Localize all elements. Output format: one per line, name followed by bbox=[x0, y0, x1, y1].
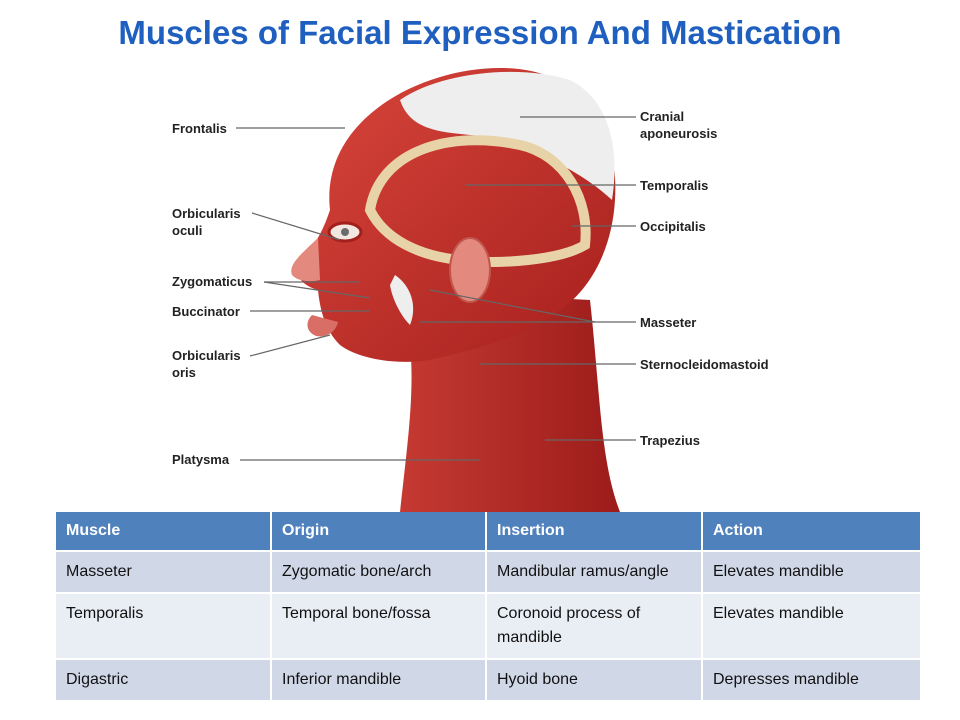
label-masseter: Masseter bbox=[640, 315, 697, 330]
label-orbicularis-oculi: Orbicularis oculi bbox=[172, 206, 241, 238]
header-muscle: Muscle bbox=[56, 512, 272, 551]
table-row: Digastric Inferior mandible Hyoid bone D… bbox=[56, 658, 920, 700]
label-temporalis: Temporalis bbox=[640, 178, 709, 193]
label-platysma: Platysma bbox=[172, 452, 230, 467]
cranial-aponeurosis-shape bbox=[400, 71, 615, 201]
header-insertion: Insertion bbox=[486, 512, 703, 551]
cell-insertion: Mandibular ramus/angle bbox=[486, 550, 703, 593]
cell-muscle: Masseter bbox=[56, 550, 272, 593]
table-row: Temporalis Temporal bone/fossa Coronoid … bbox=[56, 592, 920, 659]
label-occipitalis: Occipitalis bbox=[640, 219, 706, 234]
label-frontalis: Frontalis bbox=[172, 121, 227, 136]
cell-action: Elevates mandible bbox=[702, 550, 920, 593]
ear-shape bbox=[449, 237, 491, 303]
page-title: Muscles of Facial Expression And Mastica… bbox=[118, 14, 842, 51]
lips-shape bbox=[307, 315, 338, 337]
cell-muscle: Digastric bbox=[56, 658, 272, 700]
cell-muscle: Temporalis bbox=[56, 592, 272, 659]
cell-origin: Temporal bone/fossa bbox=[271, 592, 487, 659]
head-illustration bbox=[236, 68, 636, 512]
muscle-table: Muscle Origin Insertion Action Masseter … bbox=[56, 512, 920, 700]
head-muscle-diagram: Frontalis Orbicularis oculi Zygomaticus … bbox=[0, 60, 960, 512]
label-cranial-aponeurosis: Cranial aponeurosis bbox=[640, 109, 718, 141]
cell-action: Depresses mandible bbox=[702, 658, 920, 700]
masseter-tendon bbox=[390, 275, 414, 325]
nose-shape bbox=[291, 238, 320, 282]
cell-insertion: Coronoid process of mandible bbox=[486, 592, 703, 659]
temporalis-outline bbox=[364, 135, 591, 267]
header-action: Action bbox=[702, 512, 920, 551]
label-sternocleidomastoid: Sternocleidomastoid bbox=[640, 357, 769, 372]
cell-insertion: Hyoid bone bbox=[486, 658, 703, 700]
label-trapezius: Trapezius bbox=[640, 433, 700, 448]
header-origin: Origin bbox=[271, 512, 487, 551]
leader-lines bbox=[236, 116, 636, 461]
label-zygomaticus: Zygomaticus bbox=[172, 274, 253, 289]
label-orbicularis-oris: Orbicularis oris bbox=[172, 348, 241, 380]
table-row: Masseter Zygomatic bone/arch Mandibular … bbox=[56, 550, 920, 593]
cell-origin: Inferior mandible bbox=[271, 658, 487, 700]
table-header-row: Muscle Origin Insertion Action bbox=[56, 512, 920, 551]
cell-origin: Zygomatic bone/arch bbox=[271, 550, 487, 593]
label-buccinator: Buccinator bbox=[172, 304, 240, 319]
cell-action: Elevates mandible bbox=[702, 592, 920, 659]
